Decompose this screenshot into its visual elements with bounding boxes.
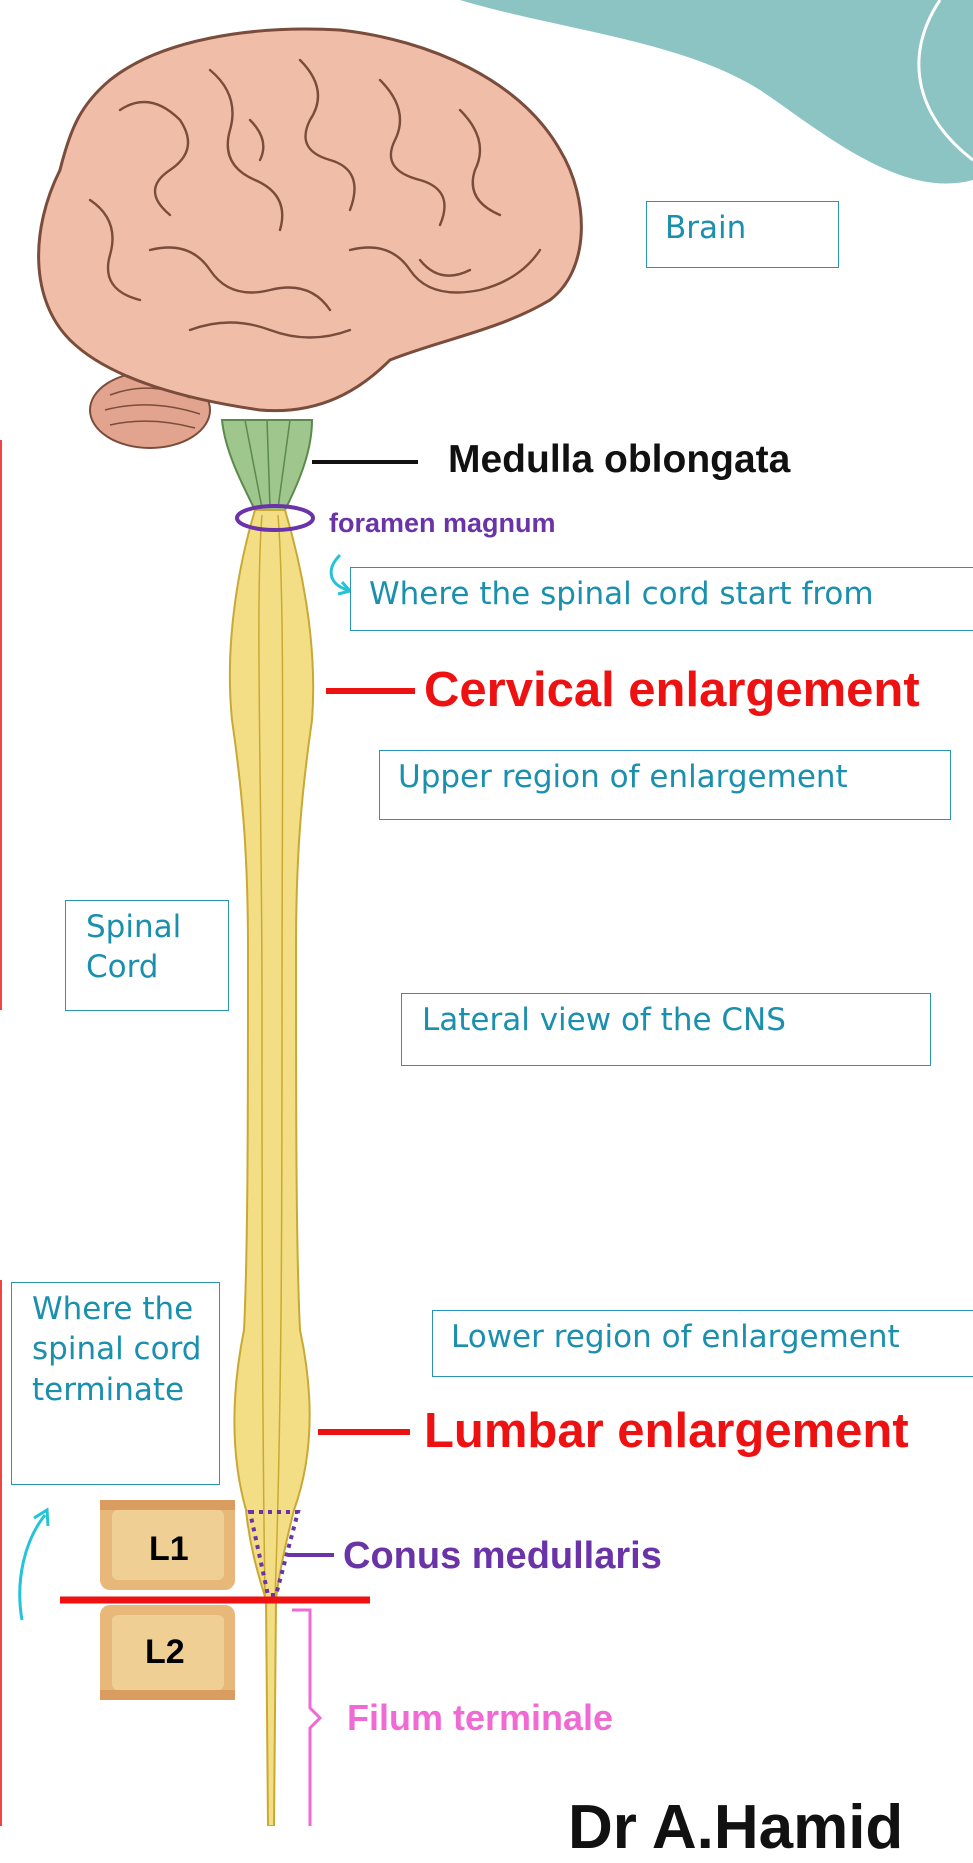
brain-illustration [39, 29, 582, 448]
lateral-view-box: Lateral view of the CNS [401, 993, 931, 1066]
author-label: Dr A.Hamid [568, 1792, 903, 1863]
spinal-cord-label: Spinal Cord [86, 907, 196, 988]
lateral-view-label: Lateral view of the CNS [422, 1002, 786, 1038]
side-bracket-lower [0, 1280, 2, 1826]
side-bracket-upper [0, 440, 2, 1010]
terminate-arrow-icon [20, 1515, 45, 1620]
vertebra-l1-label: L1 [149, 1530, 189, 1569]
foramen-label: foramen magnum [329, 508, 556, 539]
lower-region-box: Lower region of enlargement [432, 1310, 973, 1377]
brain-label: Brain [665, 210, 746, 246]
upper-region-label: Upper region of enlargement [398, 759, 848, 795]
cervical-label: Cervical enlargement [424, 662, 920, 718]
lumbar-label: Lumbar enlargement [424, 1403, 909, 1459]
vertebra-l2-label: L2 [145, 1633, 185, 1672]
terminate-box: Where the spinal cord terminate [11, 1282, 220, 1485]
spinal-start-box: Where the spinal cord start from [350, 567, 973, 631]
lower-region-label: Lower region of enlargement [451, 1319, 900, 1355]
filum-bracket [292, 1610, 320, 1826]
conus-label: Conus medullaris [343, 1535, 662, 1578]
spinal-start-label: Where the spinal cord start from [369, 576, 874, 612]
filum-label: Filum terminale [347, 1697, 613, 1739]
spinal-cord-box: Spinal Cord [65, 900, 229, 1011]
spinal-cord-shape [230, 510, 313, 1826]
brain-label-box: Brain [646, 201, 839, 268]
upper-region-box: Upper region of enlargement [379, 750, 951, 820]
medulla-label: Medulla oblongata [448, 438, 790, 482]
terminate-label: Where the spinal cord terminate [32, 1289, 212, 1410]
